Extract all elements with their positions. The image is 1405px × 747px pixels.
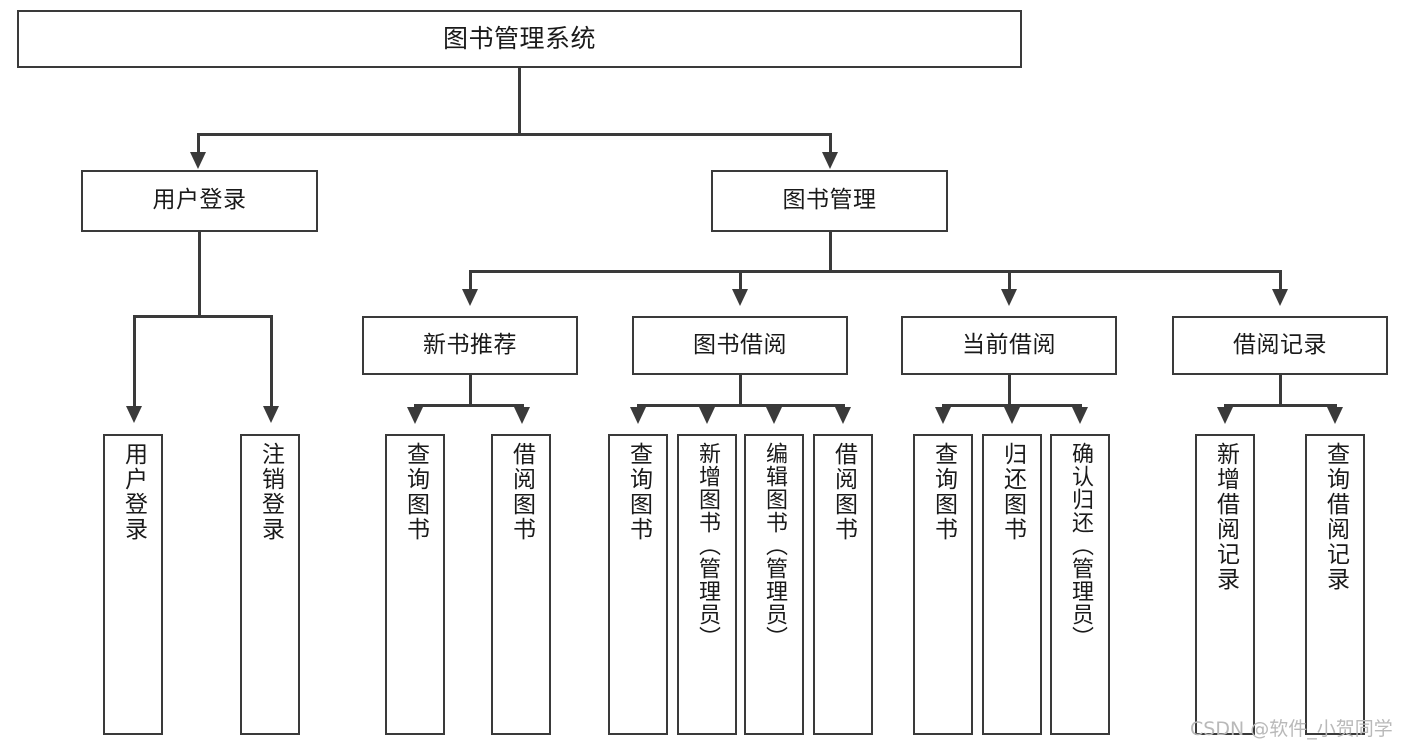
connector-drop-cb-query — [942, 404, 945, 409]
connector-drop-leaf-user-login — [133, 315, 136, 408]
connector-user-login-bus — [133, 315, 273, 318]
node-label: 用户登录 — [120, 442, 147, 542]
connector-drop-bb-borrow — [842, 404, 845, 409]
arrow-book-mgmt — [822, 152, 838, 169]
leaf-bb-query-book: 查询图书 — [608, 434, 668, 735]
connector-book-mgmt-stem — [829, 232, 832, 272]
arrow-new-book — [462, 289, 478, 306]
leaf-nb-query-book: 查询图书 — [385, 434, 445, 735]
connector-drop-cb-confirm — [1079, 404, 1082, 409]
leaf-user-login: 用户登录 — [103, 434, 163, 735]
node-label: 图书借阅 — [693, 331, 787, 358]
node-label: 图书管理 — [782, 187, 877, 214]
connector-drop-nb-query — [414, 404, 417, 409]
connector-book-borrow-bus — [637, 404, 844, 407]
arrow-cb-confirm — [1072, 407, 1088, 424]
node-label: 当前借阅 — [962, 331, 1056, 358]
arrow-bb-query — [630, 407, 646, 424]
connector-drop-book-borrow — [739, 270, 742, 291]
node-root-system: 图书管理系统 — [17, 10, 1022, 68]
node-borrow-records: 借阅记录 — [1172, 316, 1388, 375]
leaf-logout: 注销登录 — [240, 434, 300, 735]
connector-current-borrow-stem — [1008, 375, 1011, 406]
connector-drop-leaf-logout — [270, 315, 273, 408]
arrow-cb-query — [935, 407, 951, 424]
arrow-bb-edit — [766, 407, 782, 424]
node-label: 借阅图书 — [830, 442, 857, 542]
node-label: 查询图书 — [625, 442, 652, 542]
connector-drop-user-login — [197, 133, 200, 155]
node-current-borrow: 当前借阅 — [901, 316, 1117, 375]
arrow-nb-query — [407, 407, 423, 424]
arrow-leaf-logout — [263, 406, 279, 423]
node-label: 图书管理系统 — [442, 24, 596, 53]
connector-level3-bus — [469, 270, 1281, 273]
node-user-login: 用户登录 — [81, 170, 318, 232]
leaf-br-query-record: 查询借阅记录 — [1305, 434, 1365, 735]
node-book-management: 图书管理 — [711, 170, 948, 232]
connector-drop-current-borrow — [1008, 270, 1011, 291]
arrow-br-query — [1327, 407, 1343, 424]
node-book-borrow: 图书借阅 — [632, 316, 848, 375]
arrow-leaf-user-login — [126, 406, 142, 423]
node-label: 查询借阅记录 — [1322, 442, 1349, 592]
connector-book-borrow-stem — [739, 375, 742, 406]
arrow-bb-add — [699, 407, 715, 424]
connector-new-book-stem — [469, 375, 472, 406]
connector-borrow-records-stem — [1279, 375, 1282, 406]
node-label: 用户登录 — [152, 187, 247, 214]
connector-root-stem — [518, 68, 521, 134]
leaf-nb-borrow-book: 借阅图书 — [491, 434, 551, 735]
connector-level2-bus — [197, 133, 831, 136]
connector-drop-br-add — [1224, 404, 1227, 409]
connector-borrow-records-bus — [1224, 404, 1336, 407]
leaf-bb-add-book: 新增图书（管理员） — [677, 434, 737, 735]
arrow-current-borrow — [1001, 289, 1017, 306]
node-label: 借阅记录 — [1233, 331, 1327, 358]
node-new-book-recommend: 新书推荐 — [362, 316, 578, 375]
connector-drop-bb-query — [637, 404, 640, 409]
leaf-cb-confirm-return: 确认归还（管理员） — [1050, 434, 1110, 735]
arrow-br-add — [1217, 407, 1233, 424]
connector-drop-nb-borrow — [521, 404, 524, 409]
node-label: 新增图书（管理员） — [695, 442, 720, 649]
connector-drop-bb-edit — [773, 404, 776, 409]
node-label: 新增借阅记录 — [1212, 442, 1239, 592]
leaf-cb-return-book: 归还图书 — [982, 434, 1042, 735]
arrow-cb-return — [1004, 407, 1020, 424]
node-label: 借阅图书 — [508, 442, 535, 542]
leaf-cb-query-book: 查询图书 — [913, 434, 973, 735]
arrow-book-borrow — [732, 289, 748, 306]
node-label: 查询图书 — [930, 442, 957, 542]
connector-drop-br-query — [1334, 404, 1337, 409]
arrow-borrow-records — [1272, 289, 1288, 306]
node-label: 归还图书 — [999, 442, 1026, 542]
node-label: 注销登录 — [257, 442, 284, 542]
node-label: 查询图书 — [402, 442, 429, 542]
node-label: 新书推荐 — [423, 331, 517, 358]
connector-drop-cb-return — [1011, 404, 1014, 409]
connector-drop-borrow-records — [1279, 270, 1282, 291]
connector-drop-bb-add — [706, 404, 709, 409]
arrow-bb-borrow — [835, 407, 851, 424]
leaf-br-add-record: 新增借阅记录 — [1195, 434, 1255, 735]
arrow-nb-borrow — [514, 407, 530, 424]
leaf-bb-borrow-book: 借阅图书 — [813, 434, 873, 735]
node-label: 确认归还（管理员） — [1068, 442, 1093, 649]
connector-drop-new-book — [469, 270, 472, 291]
connector-user-login-stem — [198, 232, 201, 317]
arrow-user-login — [190, 152, 206, 169]
csdn-watermark: CSDN @软件_小贺同学 — [1190, 718, 1393, 740]
connector-drop-book-mgmt — [829, 133, 832, 155]
node-label: 编辑图书（管理员） — [762, 442, 787, 649]
connector-new-book-bus — [414, 404, 524, 407]
leaf-bb-edit-book: 编辑图书（管理员） — [744, 434, 804, 735]
